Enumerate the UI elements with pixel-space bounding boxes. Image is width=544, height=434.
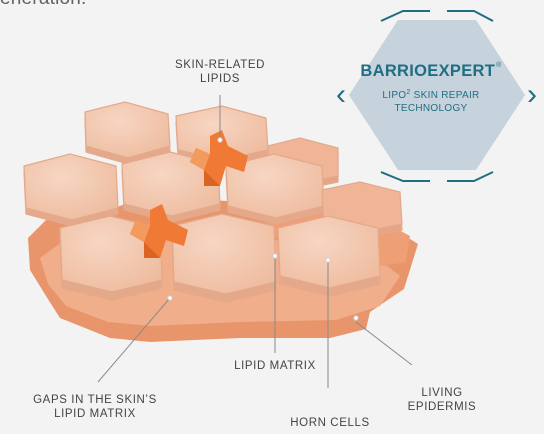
label-lipid-matrix: LIPID MATRIX bbox=[212, 359, 338, 373]
chevron-right-icon[interactable]: › bbox=[527, 78, 537, 112]
horn-cells bbox=[24, 102, 402, 302]
badge-title: BARRIOEXPERT® bbox=[356, 62, 506, 81]
chevron-left-icon[interactable]: ‹ bbox=[336, 78, 346, 112]
label-horn-cells: HORN CELLS bbox=[282, 416, 378, 430]
registered-mark: ® bbox=[496, 62, 501, 69]
horn-cell bbox=[172, 214, 276, 302]
horn-cell bbox=[278, 216, 380, 296]
badge-subtitle: LIPO2 SKIN REPAIR TECHNOLOGY bbox=[356, 87, 506, 115]
horn-cell bbox=[24, 154, 118, 226]
